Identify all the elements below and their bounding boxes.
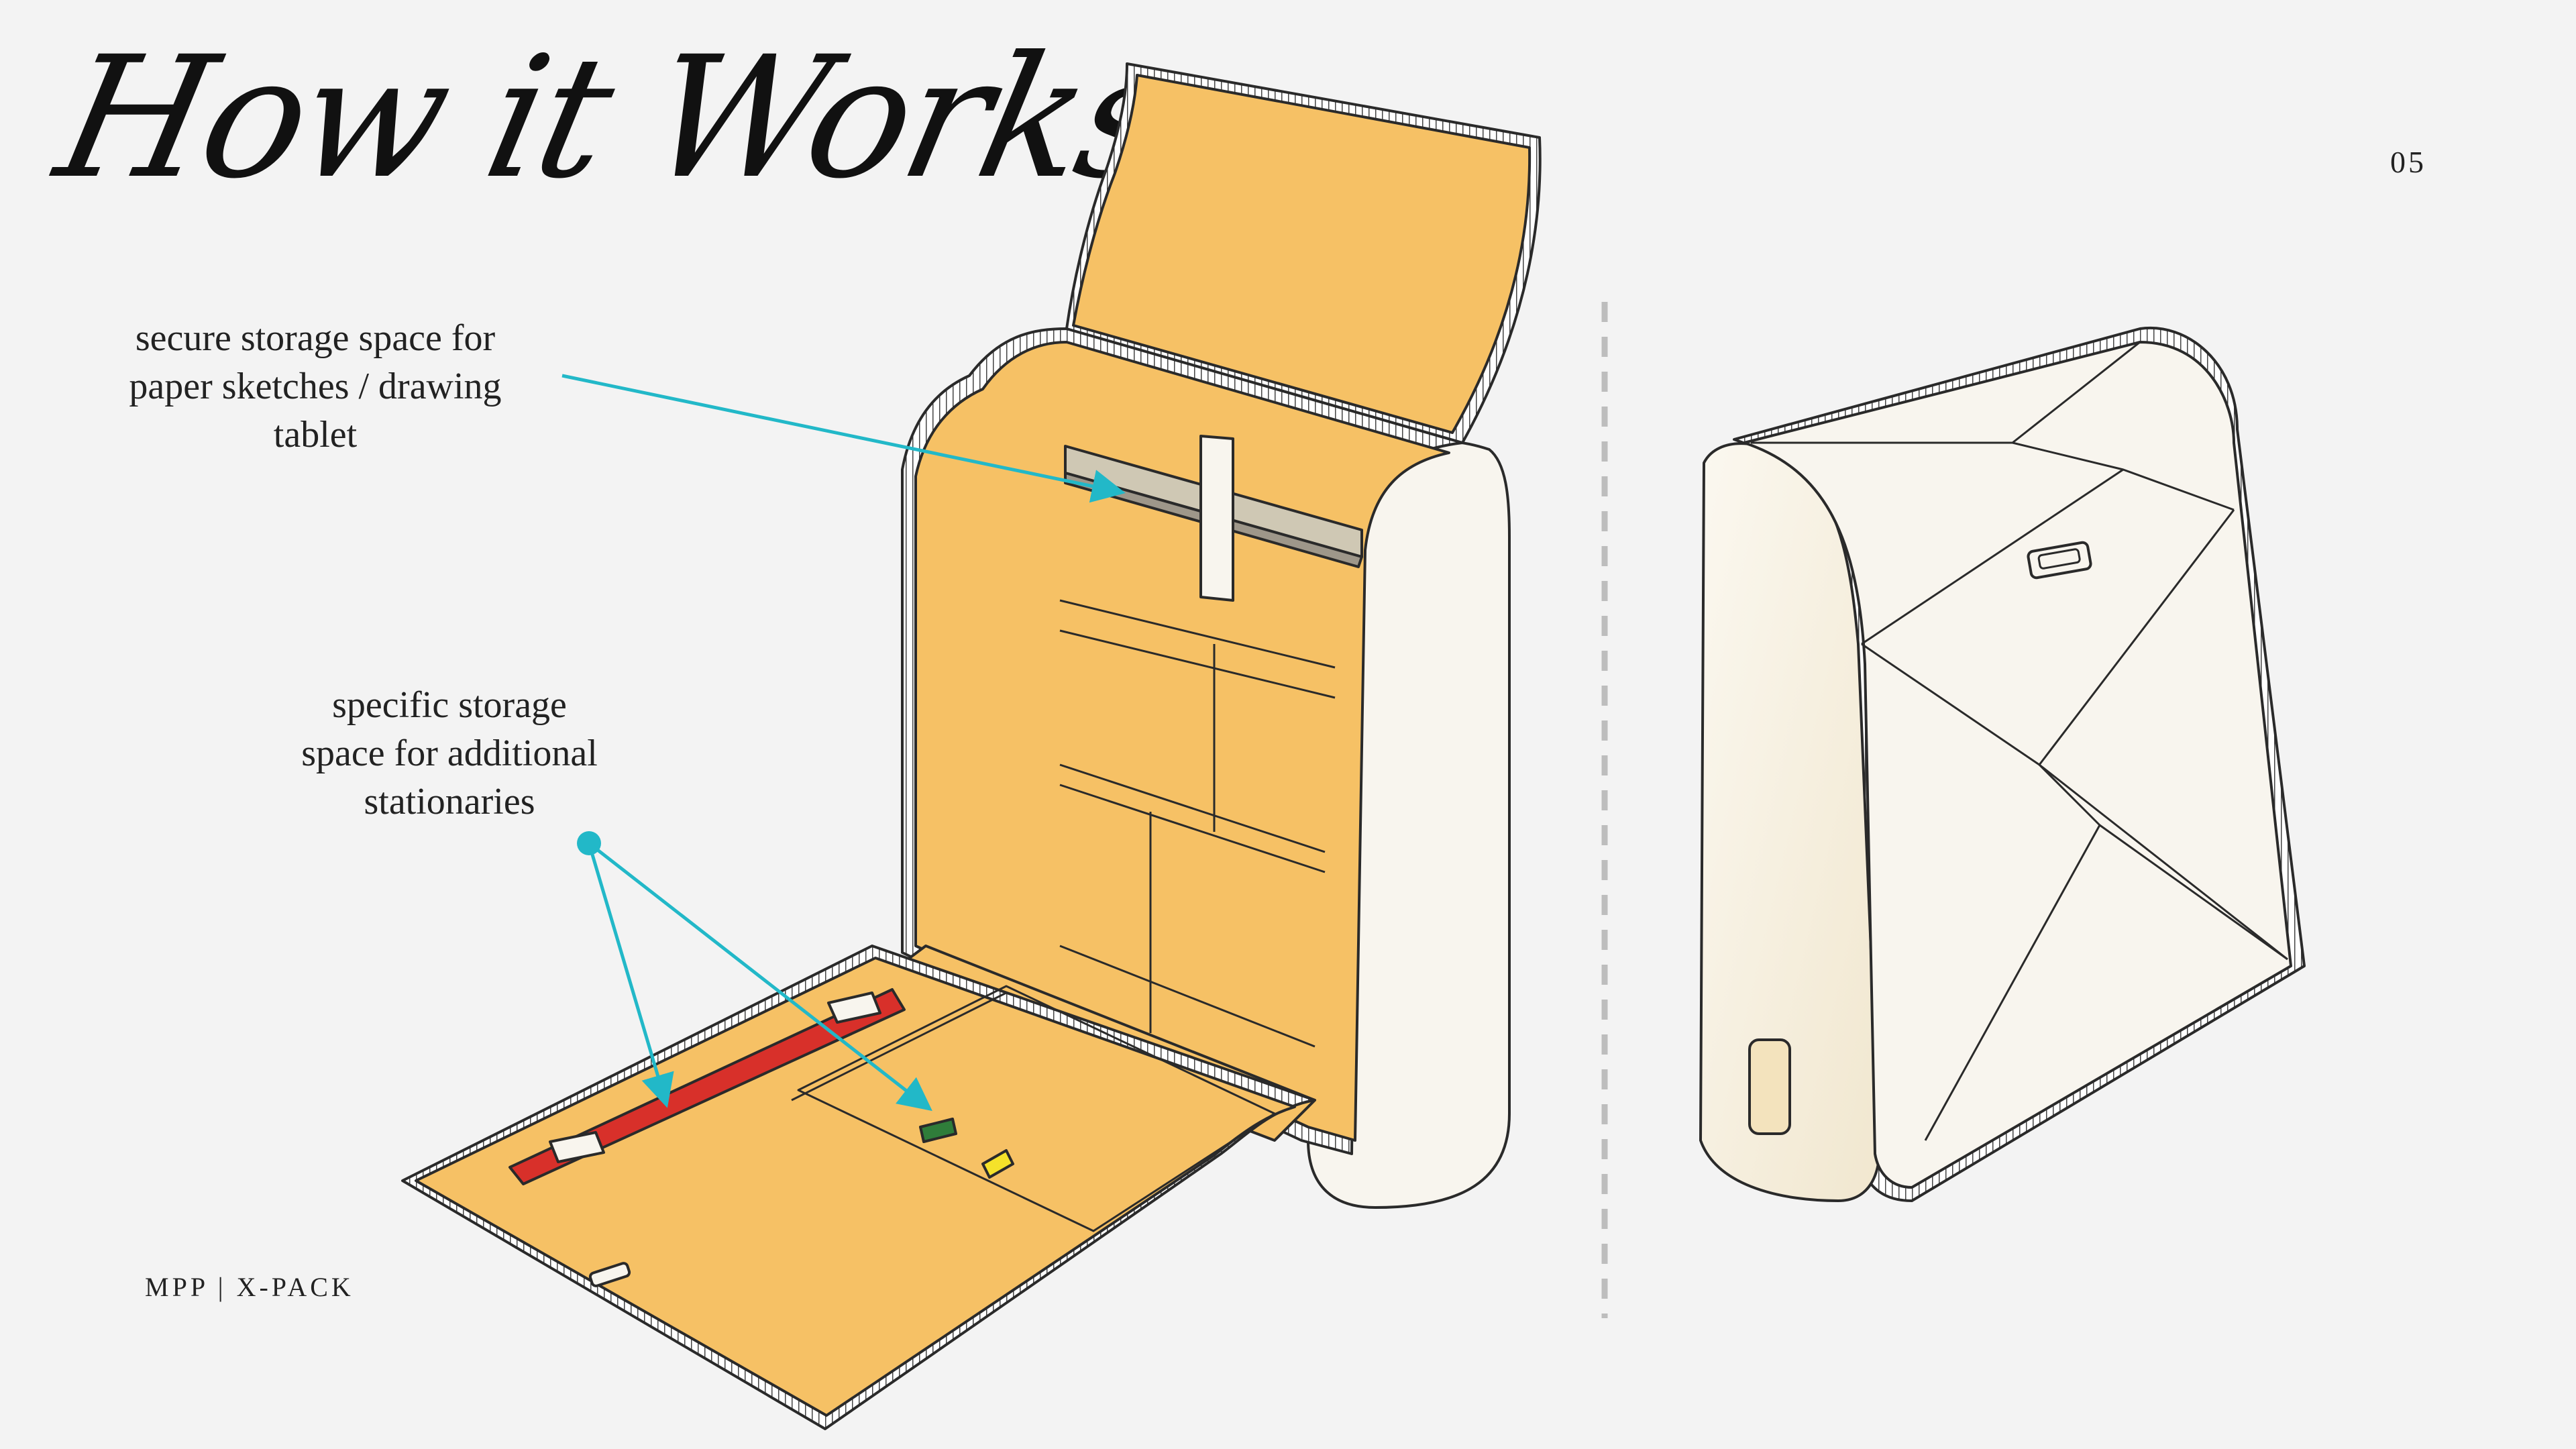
marker-icon — [981, 1149, 1014, 1179]
page-number: 05 — [2390, 145, 2426, 179]
pen-icon — [919, 1118, 957, 1143]
callout-tablet-storage: secure storage space for paper sketches … — [129, 317, 502, 455]
strap-clip-2 — [827, 991, 881, 1024]
buckle-icon — [588, 1262, 631, 1287]
closed-backpack — [1699, 326, 2306, 1202]
open-backpack — [401, 62, 1542, 1430]
top-flap-interior — [1072, 74, 1532, 434]
callout-stationery-storage: specific storage space for additional st… — [301, 684, 598, 822]
tablet-tab — [1199, 435, 1234, 602]
strap-clip-1 — [549, 1131, 605, 1163]
red-strap — [508, 988, 906, 1185]
callout-lines — [561, 374, 1126, 1112]
front-face — [1743, 341, 2292, 1189]
side-patch — [1748, 1038, 1791, 1135]
footer-label: MPP | X-PACK — [145, 1272, 354, 1302]
